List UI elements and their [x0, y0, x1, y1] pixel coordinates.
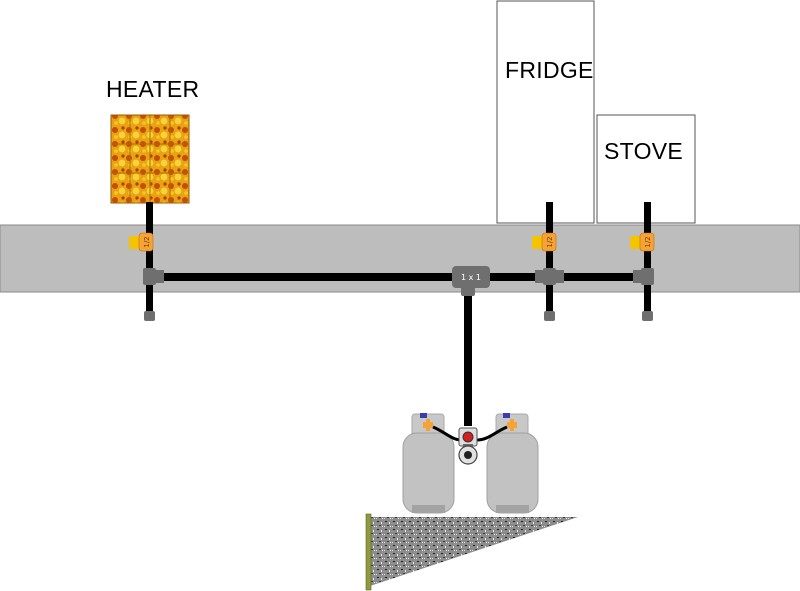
tank-supply-line [464, 284, 472, 426]
branch-tee-fittings [143, 268, 654, 285]
stove-label: STOVE [604, 138, 684, 164]
main-tee-fitting: 1 x 1 [452, 266, 490, 296]
appliance-pipes [146, 202, 651, 312]
fridge-box [496, 0, 595, 224]
svg-text:1/2: 1/2 [143, 236, 151, 247]
svg-text:1/2: 1/2 [644, 236, 652, 247]
main-gas-line [153, 273, 647, 281]
fridge-label: FRIDGE [505, 57, 594, 83]
gravel-pad [370, 517, 578, 586]
right-propane-tank [486, 413, 539, 514]
svg-text:1/2: 1/2 [546, 236, 554, 247]
heater-label: HEATER [106, 76, 200, 102]
two-stage-regulator [458, 427, 478, 465]
main-tee-label: 1 x 1 [461, 273, 481, 282]
left-propane-tank [402, 413, 455, 514]
drip-leg-caps [144, 311, 653, 321]
stove-shutoff-valve: 1/2 [630, 232, 655, 252]
fridge-shutoff-valve: 1/2 [532, 232, 557, 252]
heater-shutoff-valve: 1/2 [129, 232, 154, 252]
floor-beam [0, 224, 800, 293]
heater-unit [110, 114, 190, 204]
pad-edge-post [365, 513, 372, 591]
